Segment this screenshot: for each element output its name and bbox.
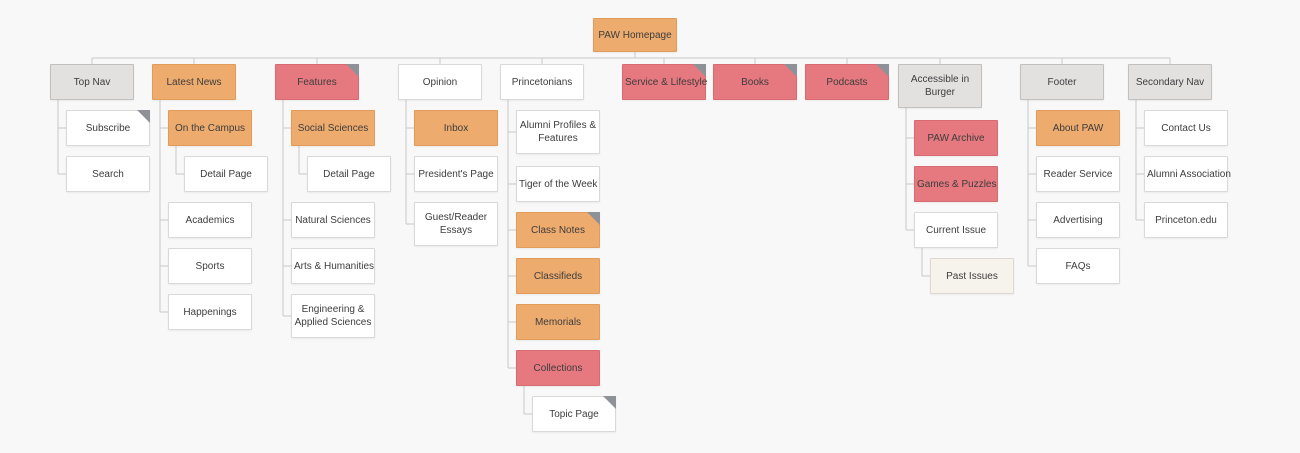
node-advertising[interactable]: Advertising (1036, 202, 1120, 238)
node-class-notes[interactable]: Class Notes (516, 212, 600, 248)
node-arts-humanities[interactable]: Arts & Humanities (291, 248, 375, 284)
node-sports[interactable]: Sports (168, 248, 252, 284)
node-service-lifestyle[interactable]: Service & Lifestyle (622, 64, 707, 100)
node-alumni-association[interactable]: Alumni Association (1144, 156, 1231, 192)
node-books[interactable]: Books (713, 64, 797, 100)
node-past-issues[interactable]: Past Issues (930, 258, 1014, 294)
node-natural-sciences[interactable]: Natural Sciences (291, 202, 375, 238)
node-detail-page-news[interactable]: Detail Page (184, 156, 268, 192)
node-paw-homepage[interactable]: PAW Homepage (593, 18, 677, 52)
node-detail-page-features[interactable]: Detail Page (307, 156, 391, 192)
node-contact-us[interactable]: Contact Us (1144, 110, 1228, 146)
node-reader-service[interactable]: Reader Service (1036, 156, 1120, 192)
node-paw-archive[interactable]: PAW Archive (914, 120, 998, 156)
node-happenings[interactable]: Happenings (168, 294, 252, 330)
node-alumni-profiles-features[interactable]: Alumni Profiles & Features (516, 110, 600, 154)
node-top-nav[interactable]: Top Nav (50, 64, 134, 100)
node-current-issue[interactable]: Current Issue (914, 212, 998, 248)
node-guest-reader-essays[interactable]: Guest/Reader Essays (414, 202, 498, 246)
node-princetonians[interactable]: Princetonians (500, 64, 584, 100)
node-secondary-nav[interactable]: Secondary Nav (1128, 64, 1212, 100)
node-princeton-edu[interactable]: Princeton.edu (1144, 202, 1228, 238)
node-search[interactable]: Search (66, 156, 150, 192)
node-topic-page[interactable]: Topic Page (532, 396, 616, 432)
node-accessible-in-burger[interactable]: Accessible in Burger (898, 64, 982, 108)
node-podcasts[interactable]: Podcasts (805, 64, 889, 100)
node-features[interactable]: Features (275, 64, 359, 100)
node-on-the-campus[interactable]: On the Campus (168, 110, 252, 146)
node-subscribe[interactable]: Subscribe (66, 110, 150, 146)
node-social-sciences[interactable]: Social Sciences (291, 110, 375, 146)
node-latest-news[interactable]: Latest News (152, 64, 236, 100)
node-inbox[interactable]: Inbox (414, 110, 498, 146)
node-opinion[interactable]: Opinion (398, 64, 482, 100)
node-engineering-applied-sciences[interactable]: Engineering & Applied Sciences (291, 294, 375, 338)
node-games-puzzles[interactable]: Games & Puzzles (914, 166, 998, 202)
node-about-paw[interactable]: About PAW (1036, 110, 1120, 146)
node-presidents-page[interactable]: President's Page (414, 156, 498, 192)
node-footer[interactable]: Footer (1020, 64, 1104, 100)
node-tiger-of-the-week[interactable]: Tiger of the Week (516, 166, 600, 202)
node-memorials[interactable]: Memorials (516, 304, 600, 340)
node-academics[interactable]: Academics (168, 202, 252, 238)
node-faqs[interactable]: FAQs (1036, 248, 1120, 284)
node-classifieds[interactable]: Classifieds (516, 258, 600, 294)
node-collections[interactable]: Collections (516, 350, 600, 386)
